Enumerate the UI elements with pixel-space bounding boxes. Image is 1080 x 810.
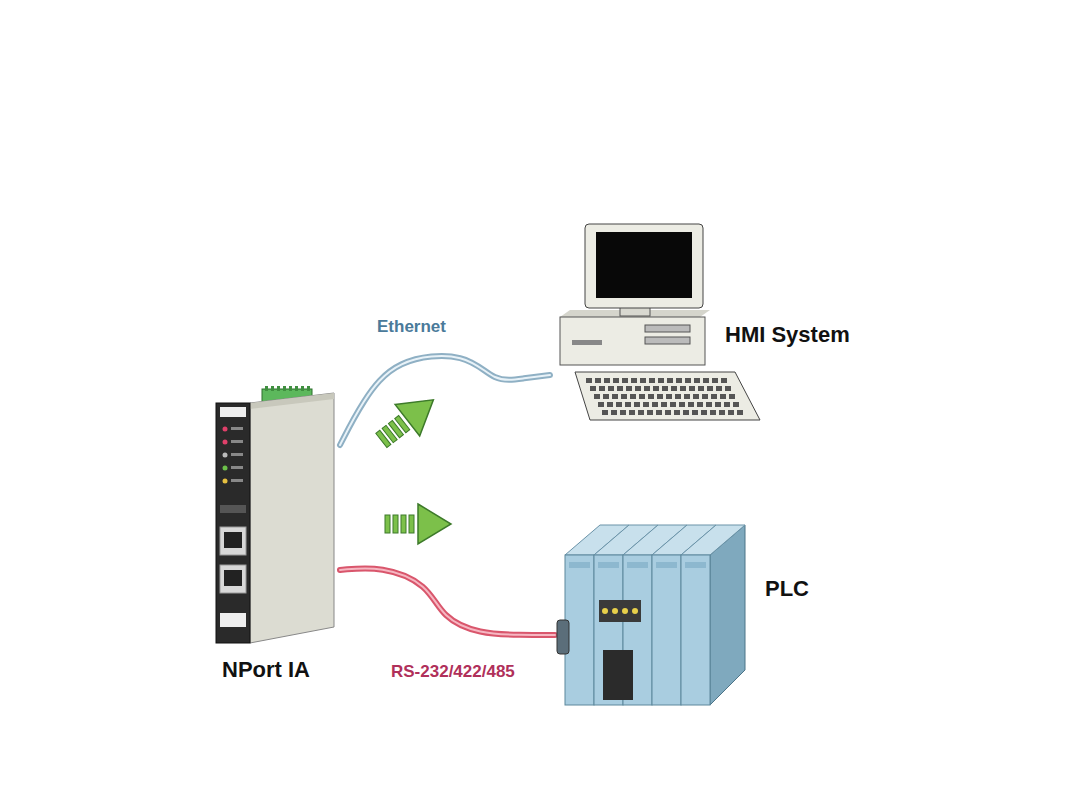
- connection-label: RS-232/422/485: [391, 662, 515, 682]
- cable-connector: [340, 568, 555, 635]
- plc-rack-illustration: [555, 510, 835, 710]
- cable-outer: [340, 568, 555, 635]
- nport-device: NPort IA: [212, 385, 340, 687]
- hmi-computer: HMI System: [550, 222, 875, 427]
- nport-device-illustration: [212, 385, 340, 687]
- device-label: NPort IA: [222, 657, 310, 683]
- cable-inner: [340, 356, 550, 445]
- plc-rack: PLC: [555, 510, 835, 710]
- connection-label: Ethernet: [377, 317, 446, 337]
- flow-arrow: [385, 504, 451, 544]
- cable-inner: [340, 568, 555, 635]
- flow-arrow: [369, 384, 446, 456]
- cable-outer: [340, 356, 550, 445]
- device-label: HMI System: [725, 322, 850, 348]
- device-label: PLC: [765, 576, 809, 602]
- cable-connector: [340, 356, 550, 445]
- flow-arrows: [369, 384, 451, 544]
